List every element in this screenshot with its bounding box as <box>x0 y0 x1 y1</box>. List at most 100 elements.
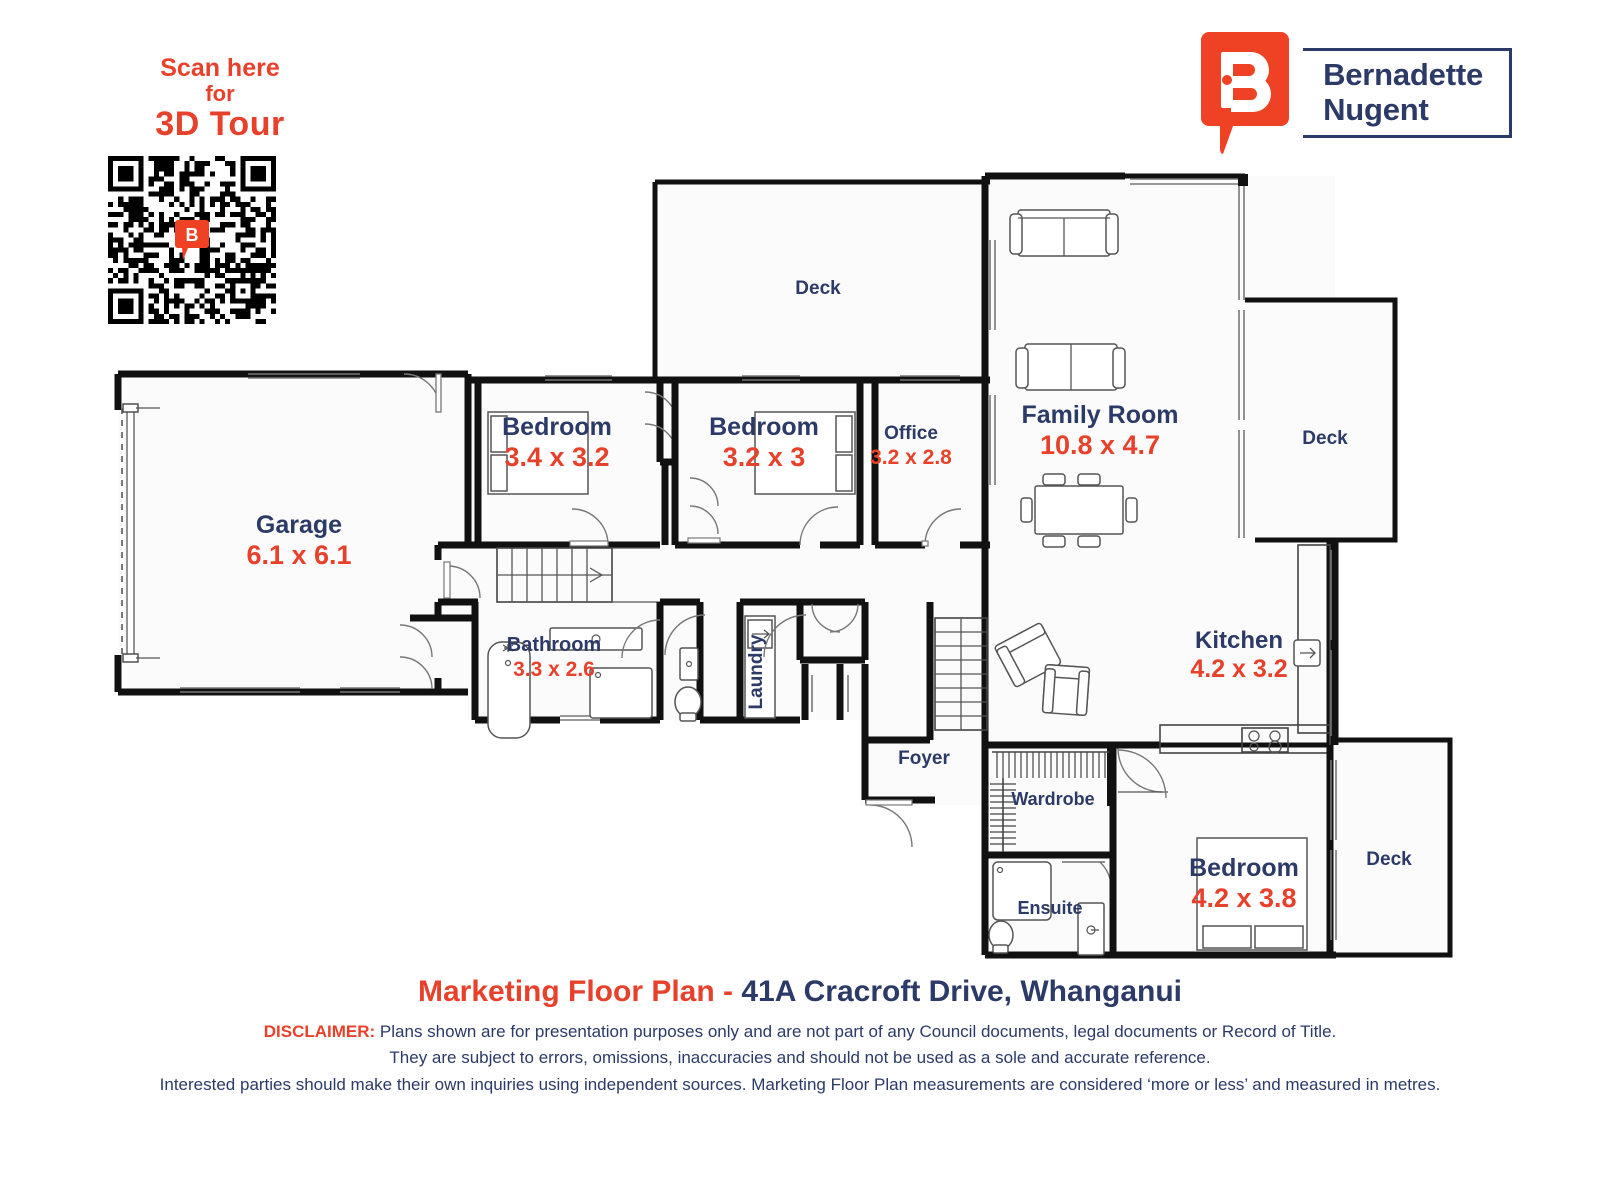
room-name-garage: Garage <box>256 511 342 539</box>
room-dims-bedroom_2: 3.2 x 3 <box>723 442 806 472</box>
room-name-bedroom_2: Bedroom <box>709 413 819 441</box>
brand-logo: Bernadette Nugent <box>1201 32 1512 154</box>
bedroom-3-window <box>1330 760 1337 940</box>
bathroom-walls <box>410 602 664 724</box>
plan-floor-fills <box>118 176 1450 956</box>
brand-mark-icon <box>1201 32 1290 154</box>
brand-name-line-2: Nugent <box>1323 92 1429 127</box>
wardrobe-door-swing <box>1117 747 1168 793</box>
brand-name-plate: Bernadette Nugent <box>1303 48 1512 138</box>
bathroom-doors <box>399 619 661 690</box>
armchair-group <box>994 622 1091 717</box>
room-name-deck_bottom: Deck <box>1366 849 1412 870</box>
disclaimer-text-1: Plans shown are for presentation purpose… <box>375 1022 1337 1041</box>
bedroom-2-bed <box>754 411 856 495</box>
shower-icon <box>589 667 653 719</box>
bedroom-1-window <box>545 375 612 381</box>
scan-line-2: for <box>205 81 235 106</box>
room-label-ensuite: Ensuite <box>1017 898 1082 918</box>
bedroom-1-bed <box>487 411 589 495</box>
room-name-laundry: Laundry <box>746 634 767 709</box>
deck-right-outline <box>1245 297 1398 543</box>
vanity-icon <box>549 627 643 651</box>
room-name-bathroom: Bathroom <box>507 634 601 656</box>
scan-3d-tour-block: Scan here for 3D Tour B <box>100 55 340 325</box>
laundry-door <box>763 614 807 658</box>
scan-caption: Scan here for 3D Tour <box>100 55 340 142</box>
room-dims-bedroom_3: 4.2 x 3.8 <box>1191 883 1296 913</box>
disclaimer-line-2: They are subject to errors, omissions, i… <box>389 1048 1211 1068</box>
scan-line-1: Scan here <box>160 54 280 82</box>
disclaimer-line-1: DISCLAIMER: Plans shown are for presenta… <box>0 1019 1600 1045</box>
deck-bottom-outline <box>1336 737 1453 958</box>
cooktop-icon <box>1241 727 1289 753</box>
foyer-stairs <box>934 617 988 731</box>
stairs-upper <box>434 541 660 606</box>
room-dims-garage: 6.1 x 6.1 <box>246 540 351 570</box>
deck-top-outline <box>652 179 990 380</box>
bathroom-fixtures <box>487 627 653 739</box>
bedroom-3-walls <box>1109 745 1336 959</box>
room-label-deck_bottom: Deck <box>1366 849 1412 870</box>
bathtub-icon <box>487 641 531 739</box>
bedroom-2-window <box>742 375 800 381</box>
family-room-sliding-doors <box>989 174 1248 538</box>
room-name-deck_top: Deck <box>795 278 841 299</box>
page-title: Marketing Floor Plan - 41A Cracroft Driv… <box>0 975 1600 1009</box>
qr-badge-letter: B <box>186 225 199 245</box>
scan-line-3: 3D Tour <box>155 104 285 143</box>
ensuite-fixtures <box>988 861 1105 956</box>
laundry-fixtures <box>744 615 776 719</box>
room-dims-kitchen: 4.2 x 3.2 <box>1190 655 1287 683</box>
garage-roller-door <box>121 403 160 663</box>
ensuite-vanity-icon <box>1077 902 1105 956</box>
room-label-foyer: Foyer <box>898 748 950 769</box>
room-label-deck_top: Deck <box>795 278 841 299</box>
wardrobe-hanging-rail <box>990 751 1110 852</box>
page-title-navy: 41A Cracroft Drive, Whanganui <box>741 975 1182 1008</box>
room-dims-office: 3.2 x 2.8 <box>870 446 952 469</box>
wc-door <box>664 614 706 656</box>
room-name-bedroom_3: Bedroom <box>1189 854 1299 882</box>
office-window <box>900 375 960 381</box>
room-name-wardrobe: Wardrobe <box>1011 789 1094 809</box>
garage-windows <box>180 373 400 693</box>
room-name-office: Office <box>884 423 938 444</box>
family-room-furniture <box>1009 209 1138 548</box>
room-name-kitchen: Kitchen <box>1195 627 1283 654</box>
qr-code[interactable]: B <box>108 156 276 325</box>
kitchen-bench <box>1159 544 1331 754</box>
room-dims-bedroom_1: 3.4 x 3.2 <box>504 442 609 472</box>
foyer-door <box>865 799 913 848</box>
hall-closet-lower <box>801 664 869 740</box>
ensuite-shower-icon <box>992 861 1052 921</box>
bedroom-3-bed <box>1196 837 1308 951</box>
stairs-upper-door <box>443 561 481 599</box>
room-name-deck_right: Deck <box>1302 428 1348 449</box>
room-name-ensuite: Ensuite <box>1017 898 1082 918</box>
kitchen-tall-bench <box>1297 544 1331 734</box>
wc-fixtures <box>674 647 702 722</box>
kitchen-entry-door <box>1117 749 1167 799</box>
office-door <box>921 508 962 547</box>
room-name-bedroom_1: Bedroom <box>502 413 612 441</box>
footer-block: Marketing Floor Plan - 41A Cracroft Driv… <box>0 975 1600 1098</box>
bedroom-2-doors <box>687 477 839 546</box>
disclaimer-label: DISCLAIMER: <box>263 1022 376 1041</box>
room-name-family_room: Family Room <box>1022 401 1179 429</box>
page-title-red: Marketing Floor Plan - <box>417 975 742 1008</box>
disclaimer-line-3: Interested parties should make their own… <box>159 1074 1441 1094</box>
garage-entry-door <box>403 373 442 413</box>
room-label-wardrobe: Wardrobe <box>1011 789 1094 809</box>
room-label-deck_right: Deck <box>1302 428 1348 449</box>
